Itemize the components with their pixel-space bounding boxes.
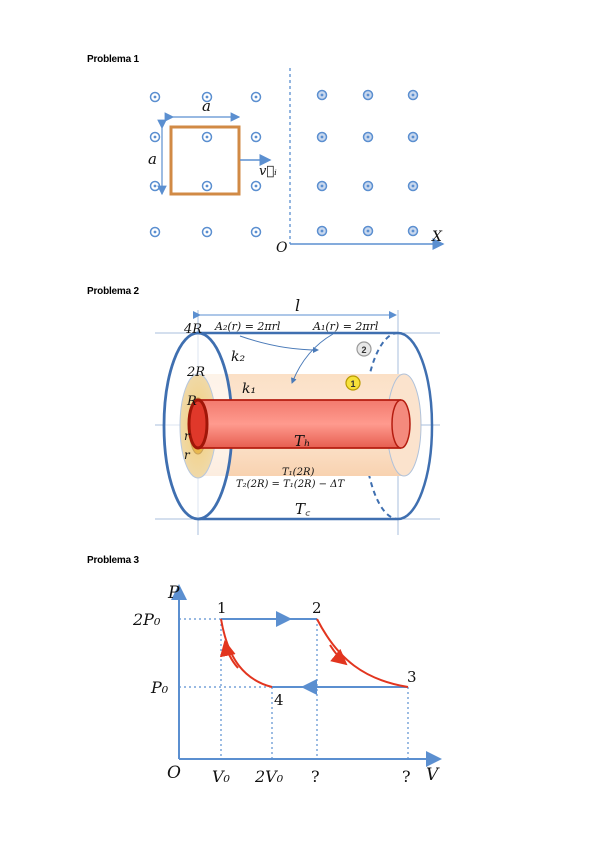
hot-rod xyxy=(198,400,401,448)
process-2-3 xyxy=(316,618,409,688)
heading-problema-1: Problema 1 xyxy=(87,54,139,65)
hot-rod-right-end xyxy=(391,399,411,449)
label-axis-v: V xyxy=(426,765,440,785)
label-t2: T₂(2R) = T₁(2R) − ΔT xyxy=(236,479,345,490)
field-dot xyxy=(407,131,419,143)
field-dot xyxy=(316,180,328,192)
field-dot xyxy=(362,89,374,101)
field-dot xyxy=(362,225,374,237)
label-origin-p1: O xyxy=(276,240,288,256)
label-point-4: 4 xyxy=(274,691,284,709)
field-dot xyxy=(201,226,213,238)
label-question-v3: ? xyxy=(402,767,411,786)
label-area2: A₂(r) = 2πrl xyxy=(214,320,281,333)
label-th: Tₕ xyxy=(294,432,311,450)
label-2r: 2R xyxy=(186,365,205,380)
field-dot xyxy=(149,131,161,143)
label-2p0: 2P₀ xyxy=(132,610,161,629)
outer-right-end-front xyxy=(397,331,434,521)
label-length: l xyxy=(295,296,300,315)
label-tc: T꜀ xyxy=(295,500,311,518)
label-side-top: a xyxy=(202,97,211,115)
arrow-to-shell-2 xyxy=(239,335,319,353)
label-k1: k₁ xyxy=(242,381,256,397)
label-r: R xyxy=(186,394,197,409)
field-dot xyxy=(201,131,213,143)
label-question-v2: ? xyxy=(311,767,320,786)
label-axis-p: P xyxy=(167,583,180,603)
cylinder-figure: 2 1 l A₂(r) = 2πrl A₁(r) = 2πrl 4R 2R R … xyxy=(155,296,440,535)
label-p0: P₀ xyxy=(150,678,169,697)
field-dot xyxy=(407,225,419,237)
square-loop xyxy=(169,125,241,196)
label-point-3: 3 xyxy=(407,668,417,686)
label-velocity: v⃗ᵢ xyxy=(259,164,277,179)
field-dot xyxy=(149,91,161,103)
badge-region-2: 2 xyxy=(356,341,372,357)
process-2-3-arrow xyxy=(329,644,348,666)
label-point-2: 2 xyxy=(312,599,322,617)
field-dot xyxy=(250,226,262,238)
field-dot xyxy=(362,180,374,192)
label-r-small-a: r xyxy=(184,429,191,443)
outer-right-end-back xyxy=(363,332,399,520)
field-dot xyxy=(250,131,262,143)
badge-region-1: 1 xyxy=(345,375,361,391)
field-dot xyxy=(250,180,262,192)
process-4-1 xyxy=(220,618,273,688)
label-axis-x: X xyxy=(431,229,443,245)
field-dot xyxy=(201,180,213,192)
label-area1: A₁(r) = 2πrl xyxy=(312,320,379,333)
field-dot xyxy=(362,131,374,143)
process-4-1-arrow xyxy=(219,640,239,669)
label-origin-p3: O xyxy=(167,763,181,783)
field-dots-left xyxy=(149,91,262,238)
field-dot xyxy=(250,91,262,103)
hot-rod-left-face xyxy=(187,398,209,450)
field-dot xyxy=(407,180,419,192)
label-r-small-b: r xyxy=(184,448,191,462)
badge-1-label: 1 xyxy=(350,379,355,389)
label-v0: V₀ xyxy=(212,767,231,786)
heading-problema-2: Problema 2 xyxy=(87,286,139,297)
label-2v0: 2V₀ xyxy=(254,767,284,786)
label-t1: T₁(2R) xyxy=(282,467,314,478)
field-dot xyxy=(316,225,328,237)
field-dot xyxy=(407,89,419,101)
badge-2-label: 2 xyxy=(361,345,366,355)
label-point-1: 1 xyxy=(217,599,227,617)
field-dots-right xyxy=(316,89,419,237)
label-k2: k₂ xyxy=(231,349,245,365)
heading-problema-3: Problema 3 xyxy=(87,555,139,566)
field-dot xyxy=(316,131,328,143)
arrow-to-shell-1 xyxy=(291,333,334,384)
field-dot xyxy=(149,226,161,238)
field-dot xyxy=(201,91,213,103)
field-dot xyxy=(316,89,328,101)
label-4r: 4R xyxy=(183,322,202,337)
pv-diagram: P V O 2P₀ P₀ V₀ 2V₀ ? ? 1 2 3 4 xyxy=(132,583,442,786)
label-side-left: a xyxy=(148,150,157,168)
field-dot xyxy=(149,180,161,192)
